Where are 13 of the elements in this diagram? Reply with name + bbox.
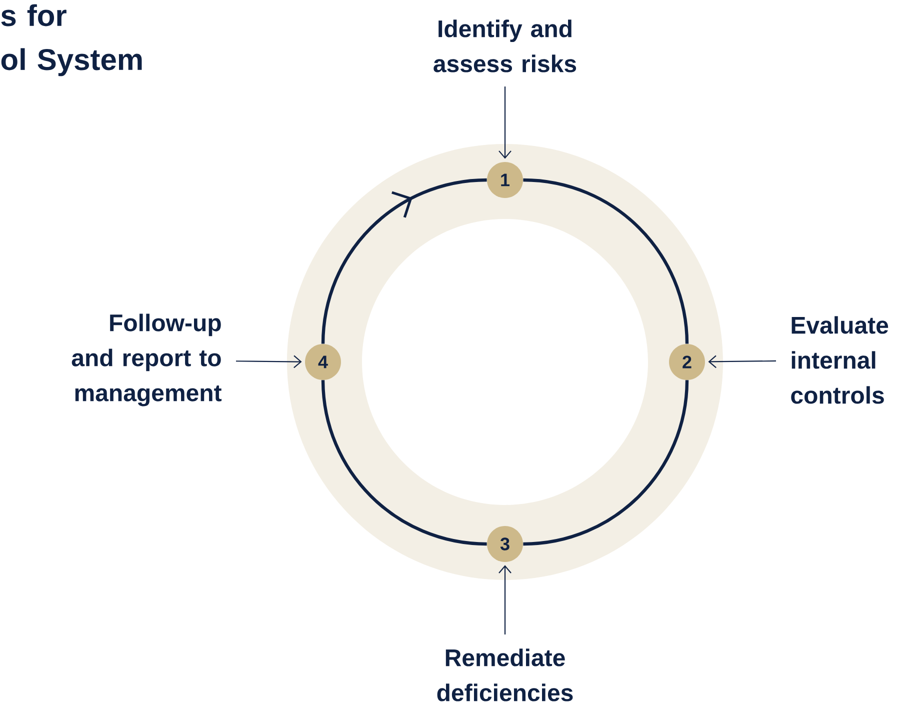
arrow — [498, 565, 512, 634]
arrow — [708, 355, 776, 368]
cycle-arc — [321, 380, 487, 546]
title: s for ol System — [1, 4, 142, 76]
step-label: Remediate deficiencies — [437, 648, 573, 702]
arrow — [236, 355, 302, 368]
cycle-arc — [523, 380, 689, 546]
arrow — [498, 86, 512, 159]
step-label: Evaluate internal controls — [791, 316, 888, 404]
step-label: Follow-up and report to management — [72, 314, 222, 406]
cycle-arc — [321, 178, 487, 344]
step-label: Identify and assess risks — [434, 20, 576, 72]
cycle-arc — [523, 178, 689, 344]
